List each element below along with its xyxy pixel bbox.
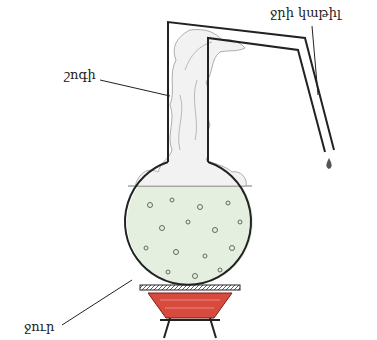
leader-line bbox=[62, 280, 132, 325]
flask-bulb bbox=[125, 162, 251, 285]
leader-line bbox=[100, 80, 170, 96]
water bbox=[120, 186, 260, 296]
drop-label: ջրի կաթիլ bbox=[268, 6, 343, 20]
burner-flame bbox=[148, 293, 232, 318]
wire-gauze bbox=[140, 285, 240, 290]
steam-label: շոգի bbox=[62, 68, 98, 82]
water-drop bbox=[326, 158, 331, 169]
flask-neck bbox=[168, 22, 334, 162]
leader-line bbox=[312, 26, 318, 95]
side-tube bbox=[208, 38, 325, 162]
burner-stand bbox=[160, 318, 220, 338]
water-label: ջուր bbox=[22, 320, 56, 334]
bubbles bbox=[144, 198, 242, 279]
steam bbox=[135, 29, 246, 186]
